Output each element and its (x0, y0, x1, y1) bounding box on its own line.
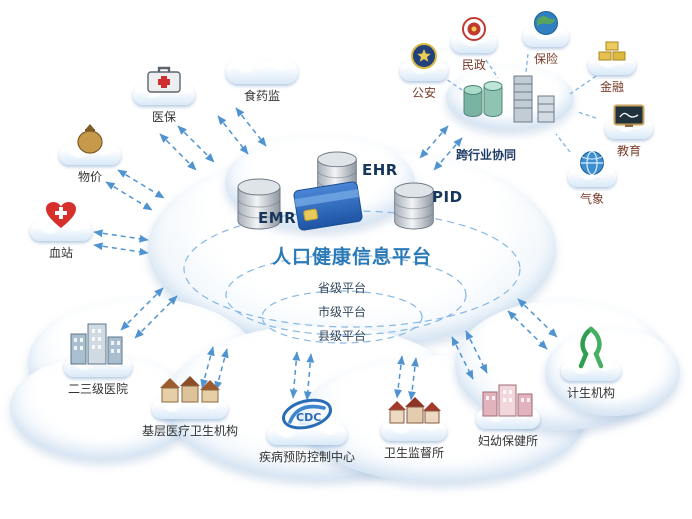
node-label: 气象 (579, 192, 604, 206)
level-provincial: 省级平台 (317, 281, 366, 295)
node-label: 妇幼保健所 (477, 434, 538, 448)
node-label: 医保 (151, 110, 176, 124)
node-label: 公安 (411, 86, 436, 100)
node-label: 疾病预防控制中心 (258, 450, 355, 464)
node-label: 基层医疗卫生机构 (141, 424, 238, 438)
node-maternal-child: 妇幼保健所 (472, 380, 544, 449)
node-food-drug-admin: 食药监 (222, 50, 302, 104)
node-meteorology: 气象 (564, 150, 620, 207)
platform-title: 人口健康信息平台 (271, 246, 432, 268)
hub-connectors (435, 53, 597, 153)
node-label: 物价 (77, 170, 102, 184)
police-badge-icon (411, 43, 437, 69)
node-finance: 金融 (584, 38, 640, 95)
node-label: 民政 (461, 58, 486, 72)
level-municipal: 市级平台 (317, 305, 366, 319)
node-medical-insurance: 医保 (128, 64, 200, 125)
meteo-globe-icon (580, 150, 604, 176)
node-pricing: 物价 (58, 122, 122, 185)
cloud-icon (226, 50, 298, 84)
node-label: 计生机构 (566, 386, 615, 400)
node-education: 教育 (600, 104, 658, 159)
gold-stack-icon (598, 41, 626, 61)
link-arrows (93, 107, 558, 401)
datastore-label-ehr: EHR (362, 161, 398, 179)
node-label: 血站 (48, 246, 73, 260)
cdc-logo-icon: CDC (282, 398, 332, 430)
blood-heart-icon (46, 202, 76, 228)
civil-emblem-icon (462, 17, 486, 41)
village-houses-icon (160, 376, 220, 403)
node-insurance: 保险 (520, 10, 572, 67)
blackboard-icon (613, 104, 645, 127)
globe-icon (534, 11, 558, 35)
money-bag-icon (77, 124, 103, 154)
node-label: 食药监 (243, 89, 280, 103)
level-county: 县级平台 (317, 329, 366, 343)
database-icon-pid (394, 182, 434, 230)
node-cdc: CDC 疾病预防控制中心 (252, 394, 362, 465)
hospital-buildings-icon (70, 323, 123, 365)
pink-buildings-icon (482, 384, 533, 417)
platform-level-ellipses (183, 210, 521, 344)
server-cluster-icon (463, 75, 555, 123)
datastore-label-emr: EMR (258, 209, 297, 227)
datastore-label-pid: PID (432, 188, 463, 206)
cdc-logo-text: CDC (296, 411, 321, 424)
green-ribbon-icon (578, 326, 604, 369)
node-public-security: 公安 (396, 42, 452, 101)
node-health-supervision: 卫生监督所 (376, 394, 452, 461)
medkit-icon (147, 66, 181, 93)
node-label: 保险 (533, 52, 558, 66)
database-icon-emr (237, 178, 281, 230)
health-card-icon (293, 181, 363, 231)
cloud-shape (267, 415, 347, 445)
cross-industry-label: 跨行业协同 (456, 148, 517, 162)
node-family-planning: 计生机构 (556, 326, 626, 401)
node-label: 二三级医院 (67, 382, 128, 396)
houses-icon (388, 397, 441, 424)
node-civil-affairs: 民政 (448, 16, 500, 73)
node-primary-care: 基层医疗卫生机构 (140, 372, 240, 439)
node-label: 卫生监督所 (383, 446, 444, 460)
node-label: 金融 (599, 80, 624, 94)
node-label: 教育 (616, 144, 641, 158)
node-tertiary-hospitals: 二三级医院 (56, 320, 140, 397)
node-blood-station: 血站 (28, 200, 94, 261)
